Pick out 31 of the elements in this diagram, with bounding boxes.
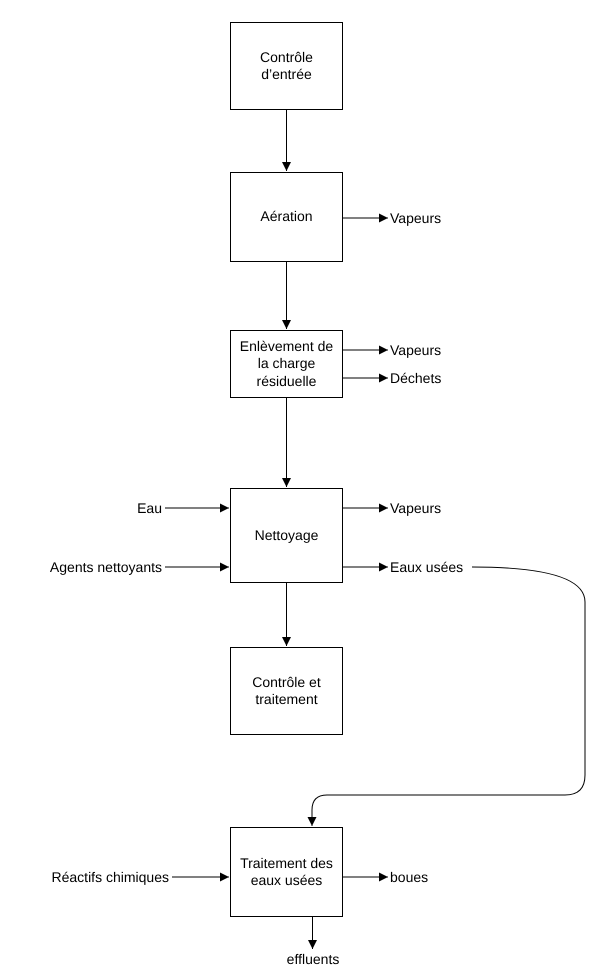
- flow-label: Déchets: [390, 369, 450, 387]
- arrow: [342, 374, 388, 382]
- process-box: Traitement des eaux usées: [230, 827, 343, 917]
- flow-label: effluents: [280, 950, 346, 968]
- process-box: Contrôle et traitement: [230, 647, 343, 735]
- arrow: [342, 562, 388, 572]
- arrow: [308, 916, 317, 950]
- arrow: [342, 214, 388, 222]
- flow-label: Réactifs chimiques: [4, 868, 169, 886]
- arrow: [282, 398, 291, 488]
- flow-label: Vapeurs: [390, 341, 450, 359]
- arrow: [342, 504, 388, 512]
- process-box: Contrôle d’entrée: [230, 22, 343, 110]
- arrow: [164, 504, 230, 512]
- arrow: [172, 872, 230, 882]
- process-box: Nettoyage: [230, 488, 343, 583]
- flow-label: Eau: [100, 499, 162, 517]
- arrow: [164, 562, 230, 572]
- flow-label: boues: [390, 868, 446, 886]
- process-box: Enlèvement de la charge résiduelle: [230, 330, 343, 398]
- arrow: [342, 346, 388, 354]
- arrow: [342, 872, 388, 882]
- arrow: [282, 582, 291, 646]
- arrow: [282, 110, 291, 172]
- flow-label: Vapeurs: [390, 209, 450, 227]
- flow-label: Vapeurs: [390, 499, 450, 517]
- process-box: Aération: [230, 172, 343, 262]
- flow-label: Agents nettoyants: [8, 558, 162, 576]
- flow-label: Eaux usées: [390, 558, 470, 576]
- arrow: [282, 262, 291, 330]
- arrow: [308, 566, 586, 826]
